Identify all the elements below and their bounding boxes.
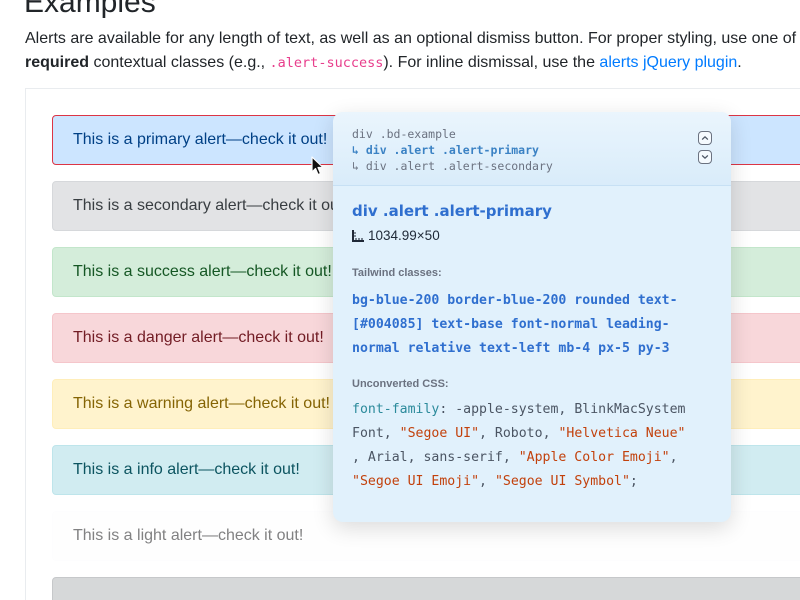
- mouse-cursor-icon: [311, 156, 324, 176]
- css-string: "Segoe UI Emoji": [352, 474, 480, 489]
- css-line: "Segoe UI Emoji", "Segoe UI Symbol";: [352, 470, 712, 494]
- css-line: Font, "Segoe UI", Roboto, "Helvetica Neu…: [352, 422, 712, 446]
- ruler-icon: [352, 230, 364, 242]
- tailwind-label: Tailwind classes:: [352, 267, 442, 279]
- intro-text-b: ). For inline dismissal, use the: [383, 54, 600, 71]
- chevron-down-icon: [701, 155, 709, 159]
- breadcrumb-sibling[interactable]: ↳ div .alert .alert-secondary: [352, 159, 553, 173]
- intro-line-1: Alerts are available for any length of t…: [25, 30, 800, 47]
- css-line: , Arial, sans-serif, "Apple Color Emoji"…: [352, 446, 712, 470]
- intro-required: required: [25, 54, 90, 71]
- css-string: "Segoe UI": [399, 426, 480, 441]
- css-text: ,: [479, 474, 495, 489]
- css-text: : -apple-system, BlinkMacSystem: [439, 402, 686, 417]
- breadcrumb-current[interactable]: ↳ div .alert .alert-primary: [352, 143, 539, 157]
- css-text: ;: [629, 474, 638, 489]
- css-property: font-family: [352, 402, 440, 417]
- css-string: "Segoe UI Symbol": [494, 474, 630, 489]
- tailwind-line: normal relative text-left mb-4 px-5 py-3: [352, 341, 670, 356]
- alert-dark[interactable]: [52, 577, 800, 600]
- unconverted-css-label: Unconverted CSS:: [352, 378, 449, 390]
- page-title: Examples: [24, 0, 156, 19]
- element-dimensions: 1034.99×50: [352, 228, 712, 243]
- inspector-panel: div .bd-example ↳ div .alert .alert-prim…: [333, 112, 731, 522]
- inspector-header: div .bd-example ↳ div .alert .alert-prim…: [333, 112, 731, 186]
- css-line: font-family: -apple-system, BlinkMacSyst…: [352, 398, 712, 422]
- intro-code: .alert-success: [269, 55, 384, 71]
- breadcrumb-parent[interactable]: div .bd-example: [352, 127, 456, 141]
- unconverted-css-code[interactable]: font-family: -apple-system, BlinkMacSyst…: [352, 398, 712, 494]
- selected-element-title: div .alert .alert-primary: [352, 202, 552, 220]
- tailwind-classes[interactable]: bg-blue-200 border-blue-200 rounded text…: [352, 289, 712, 361]
- css-string: "Apple Color Emoji": [518, 450, 670, 465]
- dimensions-value: 1034.99×50: [368, 228, 440, 243]
- css-string: "Helvetica Neue": [558, 426, 686, 441]
- alerts-plugin-link[interactable]: alerts jQuery plugin: [599, 54, 738, 71]
- intro-text-a: contextual classes (e.g.,: [89, 54, 270, 71]
- css-text: ,: [669, 450, 678, 465]
- tailwind-line: [#004085] text-base font-normal leading-: [352, 317, 670, 332]
- css-text: , Arial, sans-serif,: [352, 450, 519, 465]
- intro-line-2: required contextual classes (e.g., .aler…: [25, 51, 800, 75]
- chevron-up-icon: [701, 136, 709, 140]
- tailwind-line: bg-blue-200 border-blue-200 rounded text…: [352, 293, 678, 308]
- css-text: , Roboto,: [479, 426, 559, 441]
- intro-paragraph: Alerts are available for any length of t…: [25, 27, 800, 75]
- css-text: Font,: [352, 426, 400, 441]
- nav-down-button[interactable]: [698, 150, 712, 164]
- inspector-body: div .alert .alert-primary 1034.99×50 Tai…: [333, 186, 731, 494]
- intro-text-c: .: [737, 54, 742, 71]
- nav-up-button[interactable]: [698, 131, 712, 145]
